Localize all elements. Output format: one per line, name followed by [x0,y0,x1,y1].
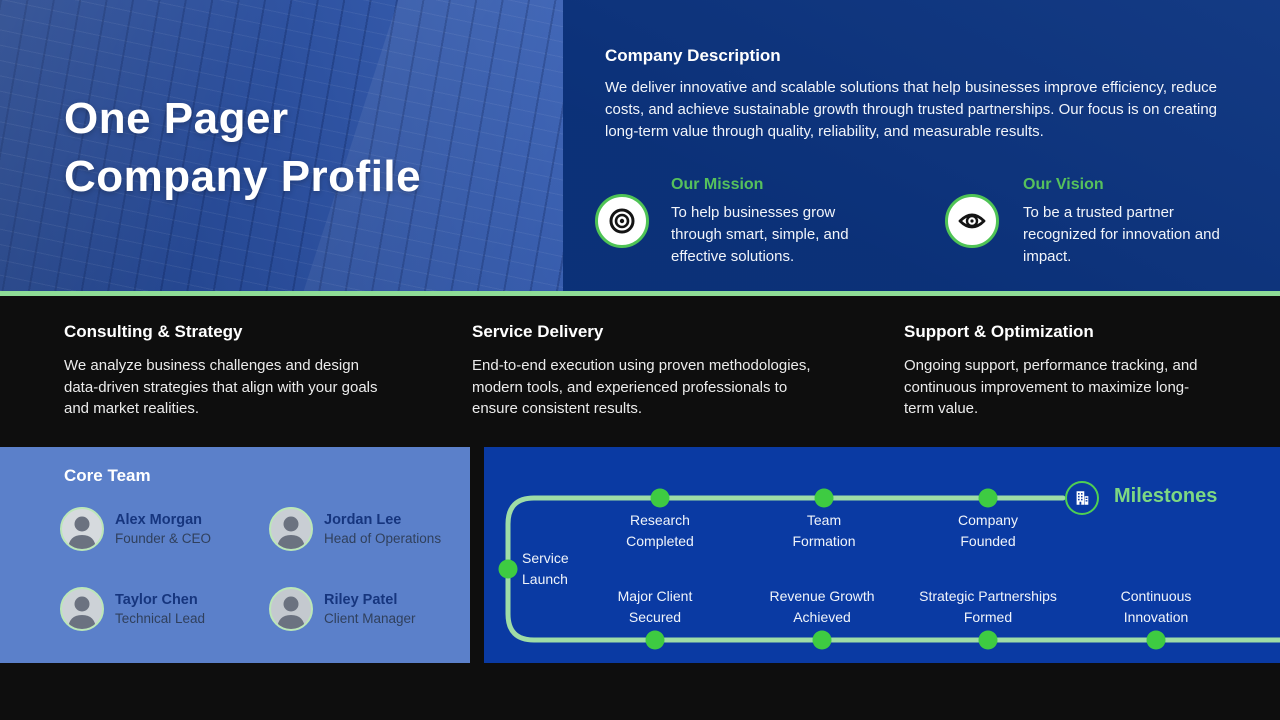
mission-block: Our Mission To help businesses grow thro… [671,176,871,268]
milestone-label: Strategic Partnerships Formed [919,588,1057,625]
milestones-timeline [498,488,1280,650]
member-name: Taylor Chen [115,592,198,608]
service-column: Support & Optimization Ongoing support, … [904,322,1219,420]
member-role: Head of Operations [324,531,442,546]
hero-section: One Pager Company Profile Company Descri… [0,0,1280,291]
milestone-label: Company Founded [958,512,1018,549]
team-member: Riley Patel Client Manager [269,587,441,631]
team-member: Jordan Lee Head of Operations [269,507,441,551]
core-team-panel: Core Team Alex Morgan Founder & CEO Jord… [0,447,470,663]
member-role: Technical Lead [115,611,206,626]
vision-heading: Our Vision [1023,176,1104,193]
member-role: Client Manager [324,611,416,626]
milestones-panel: Milestones Service Launch Research Compl… [484,447,1280,663]
milestones-heading: Milestones [1114,485,1218,507]
milestone-label: Team Formation [792,512,856,549]
page-title: One Pager Company Profile [64,94,422,201]
avatar [269,587,313,631]
service-body: We analyze business challenges and desig… [64,357,378,417]
service-column: Service Delivery End-to-end execution us… [472,322,817,420]
member-role: Founder & CEO [115,531,212,546]
team-member: Alex Morgan Founder & CEO [60,507,269,551]
target-icon [595,194,649,248]
company-description-body: We deliver innovative and scalable solut… [605,79,1218,140]
hero-background-image: One Pager Company Profile [0,0,563,291]
eye-icon [945,194,999,248]
service-body: Ongoing support, performance tracking, a… [904,357,1198,417]
vision-block: Our Vision To be a trusted partner recog… [1023,176,1223,268]
service-title: Service Delivery [472,322,604,341]
milestone-label: Revenue Growth Achieved [769,588,875,625]
avatar [60,507,104,551]
vision-body: To be a trusted partner recognized for i… [1023,204,1220,265]
team-member: Taylor Chen Technical Lead [60,587,269,631]
milestone-label: Continuous Innovation [1120,588,1192,625]
mission-body: To help businesses grow through smart, s… [671,204,849,265]
service-column: Consulting & Strategy We analyze busines… [64,322,384,420]
green-divider-line [0,291,1280,296]
avatar [60,587,104,631]
milestone-label: Major Client Secured [617,588,693,625]
team-grid: Alex Morgan Founder & CEO Jordan Lee Hea… [60,507,441,631]
services-band: Consulting & Strategy We analyze busines… [0,296,1280,447]
service-title: Consulting & Strategy [64,322,243,341]
member-name: Jordan Lee [324,512,402,528]
service-body: End-to-end execution using proven method… [472,357,811,417]
company-description-heading: Company Description [605,46,781,65]
milestone-label: Research Completed [626,512,694,549]
milestone-label-service-launch: Service Launch [522,550,569,587]
service-title: Support & Optimization [904,322,1094,341]
member-name: Alex Morgan [115,512,203,528]
building-icon [1065,481,1099,515]
avatar [269,507,313,551]
mission-heading: Our Mission [671,176,764,193]
member-name: Riley Patel [324,592,398,608]
hero-description-section: Company Description We deliver innovativ… [563,0,1280,291]
core-team-heading: Core Team [64,466,151,485]
